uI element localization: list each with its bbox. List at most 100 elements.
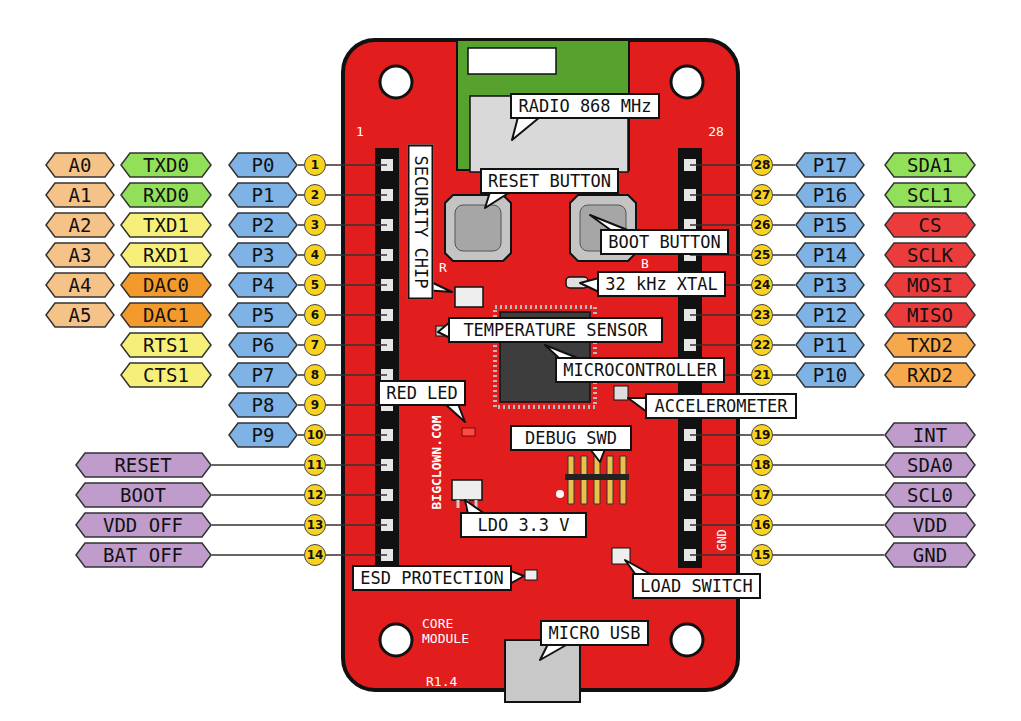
signal-name: RESET — [114, 452, 171, 478]
signal-tag: P10 — [795, 362, 865, 388]
signal-tag: P14 — [795, 242, 865, 268]
pin-connector — [773, 554, 884, 556]
signal-tag: A2 — [45, 212, 115, 238]
signal-tag: CTS1 — [120, 362, 212, 388]
reset-button — [445, 195, 511, 261]
ldo-regulator — [452, 480, 482, 500]
signal-name: TXD0 — [143, 152, 189, 178]
callout-number: 24 — [754, 279, 771, 291]
callout-box: SECURITY CHIP — [407, 145, 433, 300]
callout-number: 28 — [754, 159, 771, 171]
pin-connector — [773, 224, 795, 226]
hexagon-shape — [229, 423, 297, 447]
pin-header — [375, 148, 399, 568]
pin-number: 17 — [751, 484, 773, 506]
signal-name: VDD OFF — [103, 512, 183, 538]
signal-tag: P12 — [795, 302, 865, 328]
callout-number: 8 — [311, 369, 319, 381]
signal-tag: A3 — [45, 242, 115, 268]
signal-tag: MOSI — [884, 272, 976, 298]
signal-name: SCL0 — [907, 482, 953, 508]
callout-number: 19 — [754, 429, 771, 441]
hexagon-shape — [885, 333, 975, 357]
pin-number: 22 — [751, 334, 773, 356]
hexagon-shape — [796, 153, 864, 177]
signal-name: TXD2 — [907, 332, 953, 358]
pin-number: 1 — [304, 154, 326, 176]
callout-number: 7 — [311, 339, 319, 351]
pin-number: 13 — [304, 514, 326, 536]
hexagon-shape — [796, 243, 864, 267]
signal-name: P7 — [252, 362, 275, 388]
hexagon-shape — [46, 243, 114, 267]
callout-number: 13 — [307, 519, 324, 531]
hexagon-shape — [76, 453, 211, 477]
hexagon-shape — [885, 213, 975, 237]
hexagon-shape — [885, 243, 975, 267]
signal-tag: P1 — [228, 182, 298, 208]
signal-name: P10 — [813, 362, 847, 388]
signal-tag: P5 — [228, 302, 298, 328]
signal-tag: A1 — [45, 182, 115, 208]
signal-tag: DAC1 — [120, 302, 212, 328]
part-name: MICROCONTROLLER — [563, 359, 717, 381]
callout-number: 4 — [311, 249, 319, 261]
pin-number: 27 — [751, 184, 773, 206]
silkscreen-text: GND — [715, 529, 729, 551]
hexagon-shape — [46, 213, 114, 237]
callout-number: 5 — [311, 279, 319, 291]
callout-box: BOOT BUTTON — [600, 229, 729, 255]
signal-name: RXD1 — [143, 242, 189, 268]
signal-tag: SCLK — [884, 242, 976, 268]
signal-name: A3 — [69, 242, 92, 268]
callout-number: 26 — [754, 219, 771, 231]
hexagon-shape — [121, 213, 211, 237]
pin-connector — [212, 464, 305, 466]
signal-tag: P6 — [228, 332, 298, 358]
callout-box: ESD PROTECTION — [352, 565, 512, 591]
signal-name: P0 — [252, 152, 275, 178]
signal-tag: GND — [884, 542, 976, 568]
signal-name: SDA1 — [907, 152, 953, 178]
silkscreen-text: 1 — [356, 124, 364, 139]
signal-name: RXD0 — [143, 182, 189, 208]
callout-box: MICROCONTROLLER — [555, 357, 725, 383]
part-name: LOAD SWITCH — [640, 575, 753, 597]
hexagon-shape — [121, 183, 211, 207]
mounting-hole — [671, 624, 703, 656]
hexagon-shape — [796, 363, 864, 387]
callout-box: LOAD SWITCH — [632, 573, 761, 599]
signal-tag: P3 — [228, 242, 298, 268]
pin-number: 11 — [304, 454, 326, 476]
callout-box: RESET BUTTON — [480, 168, 619, 194]
pin-number: 15 — [751, 544, 773, 566]
signal-name: P17 — [813, 152, 847, 178]
security-chip — [455, 287, 483, 307]
signal-name: GND — [913, 542, 947, 568]
signal-tag: RTS1 — [120, 332, 212, 358]
signal-name: P1 — [252, 182, 275, 208]
signal-name: P4 — [252, 272, 275, 298]
button-cap — [455, 205, 501, 251]
signal-name: A4 — [69, 272, 92, 298]
callout-number: 1 — [311, 159, 319, 171]
hexagon-shape — [885, 423, 975, 447]
callout-box: LDO 3.3 V — [460, 512, 587, 538]
part-name: TEMPERATURE SENSOR — [463, 319, 647, 341]
hexagon-shape — [121, 363, 211, 387]
signal-tag: RXD1 — [120, 242, 212, 268]
signal-name: A0 — [69, 152, 92, 178]
pin-number: 7 — [304, 334, 326, 356]
signal-name: RXD2 — [907, 362, 953, 388]
hexagon-shape — [796, 333, 864, 357]
hexagon-shape — [121, 243, 211, 267]
pin-number: 25 — [751, 244, 773, 266]
hexagon-shape — [229, 393, 297, 417]
part-name: ACCELEROMETER — [654, 395, 787, 417]
signal-tag: P16 — [795, 182, 865, 208]
part-name: BOOT BUTTON — [608, 231, 721, 253]
hexagon-shape — [885, 153, 975, 177]
pin-number: 12 — [304, 484, 326, 506]
